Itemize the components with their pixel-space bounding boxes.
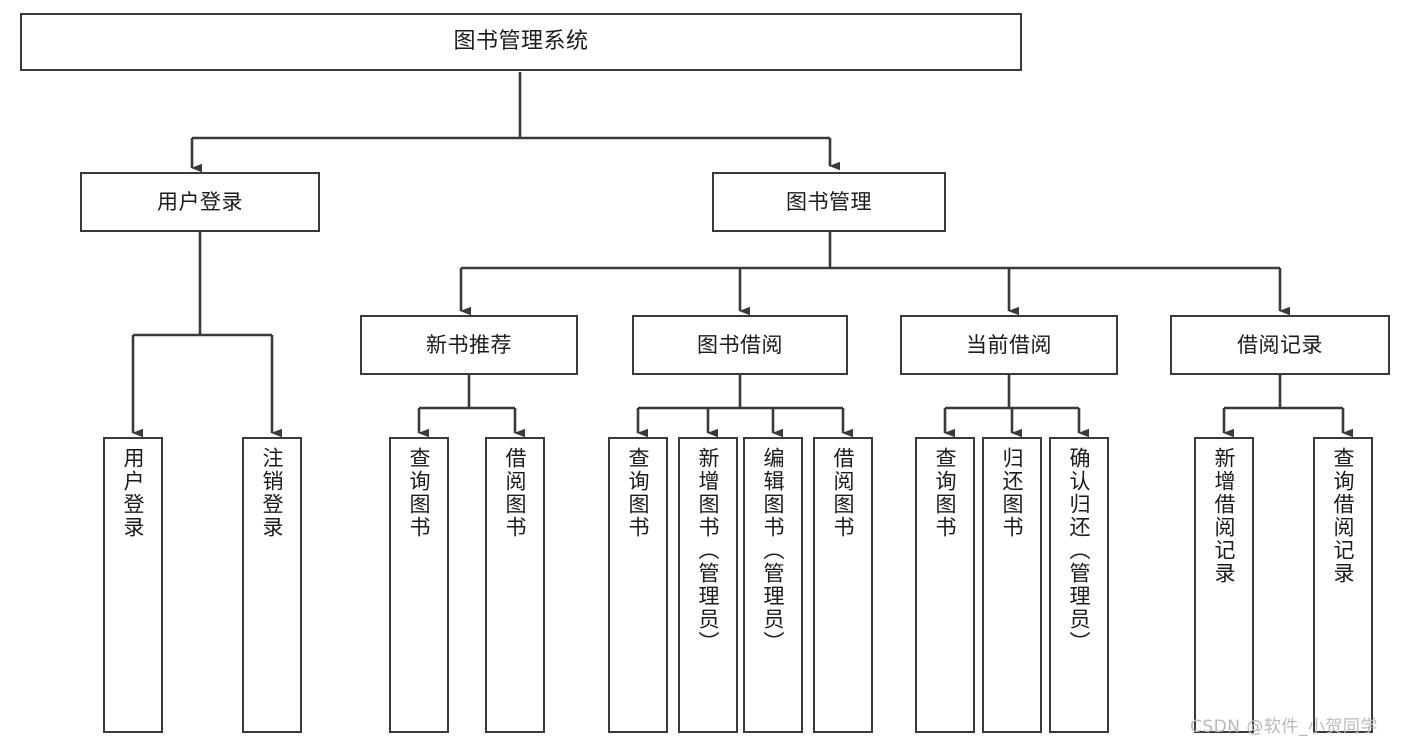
node-label: 用户登录: [157, 189, 243, 214]
node-label: 借阅图书: [503, 447, 528, 539]
node-new-book-recommend[interactable]: 新书推荐: [360, 315, 578, 375]
node-label: 查询图书: [933, 447, 958, 539]
node-label: 查询借阅记录: [1331, 447, 1356, 585]
node-label: 注销登录: [260, 447, 285, 539]
leaf-query-book-borrow[interactable]: 查询图书: [608, 437, 668, 733]
node-label: 确认归还（管理员）: [1067, 447, 1092, 654]
leaf-query-book-recommend[interactable]: 查询图书: [389, 437, 449, 733]
node-label: 用户登录: [121, 447, 146, 539]
node-user-login[interactable]: 用户登录: [80, 172, 320, 232]
node-current-borrow[interactable]: 当前借阅: [900, 315, 1118, 375]
node-label: 图书借阅: [697, 332, 783, 357]
node-label: 新增借阅记录: [1212, 447, 1237, 585]
node-label: 查询图书: [407, 447, 432, 539]
leaf-query-borrow-record[interactable]: 查询借阅记录: [1313, 437, 1373, 733]
node-label: 新书推荐: [426, 332, 512, 357]
node-label: 查询图书: [626, 447, 651, 539]
node-book-borrow[interactable]: 图书借阅: [632, 315, 848, 375]
leaf-borrow-book[interactable]: 借阅图书: [813, 437, 873, 733]
node-label: 新增图书（管理员）: [696, 447, 721, 654]
node-label: 编辑图书（管理员）: [761, 447, 786, 654]
leaf-query-book-current[interactable]: 查询图书: [915, 437, 975, 733]
node-label: 图书管理: [786, 189, 872, 214]
leaf-borrow-book-recommend[interactable]: 借阅图书: [485, 437, 545, 733]
node-label: 当前借阅: [966, 332, 1052, 357]
csdn-watermark: CSDN @软件_小贺同学: [1190, 717, 1378, 737]
leaf-add-book-admin[interactable]: 新增图书（管理员）: [678, 437, 738, 733]
node-label: 借阅图书: [831, 447, 856, 539]
node-root-system[interactable]: 图书管理系统: [20, 13, 1022, 71]
node-borrow-record[interactable]: 借阅记录: [1170, 315, 1390, 375]
leaf-add-borrow-record[interactable]: 新增借阅记录: [1194, 437, 1254, 733]
leaf-edit-book-admin[interactable]: 编辑图书（管理员）: [743, 437, 803, 733]
node-label: 归还图书: [1000, 447, 1025, 539]
node-label: 图书管理系统: [453, 29, 589, 55]
leaf-return-book[interactable]: 归还图书: [982, 437, 1042, 733]
leaf-confirm-return-admin[interactable]: 确认归还（管理员）: [1049, 437, 1109, 733]
node-book-management[interactable]: 图书管理: [712, 172, 946, 232]
node-label: 借阅记录: [1237, 332, 1323, 357]
leaf-user-login[interactable]: 用户登录: [103, 437, 163, 733]
leaf-logout[interactable]: 注销登录: [242, 437, 302, 733]
